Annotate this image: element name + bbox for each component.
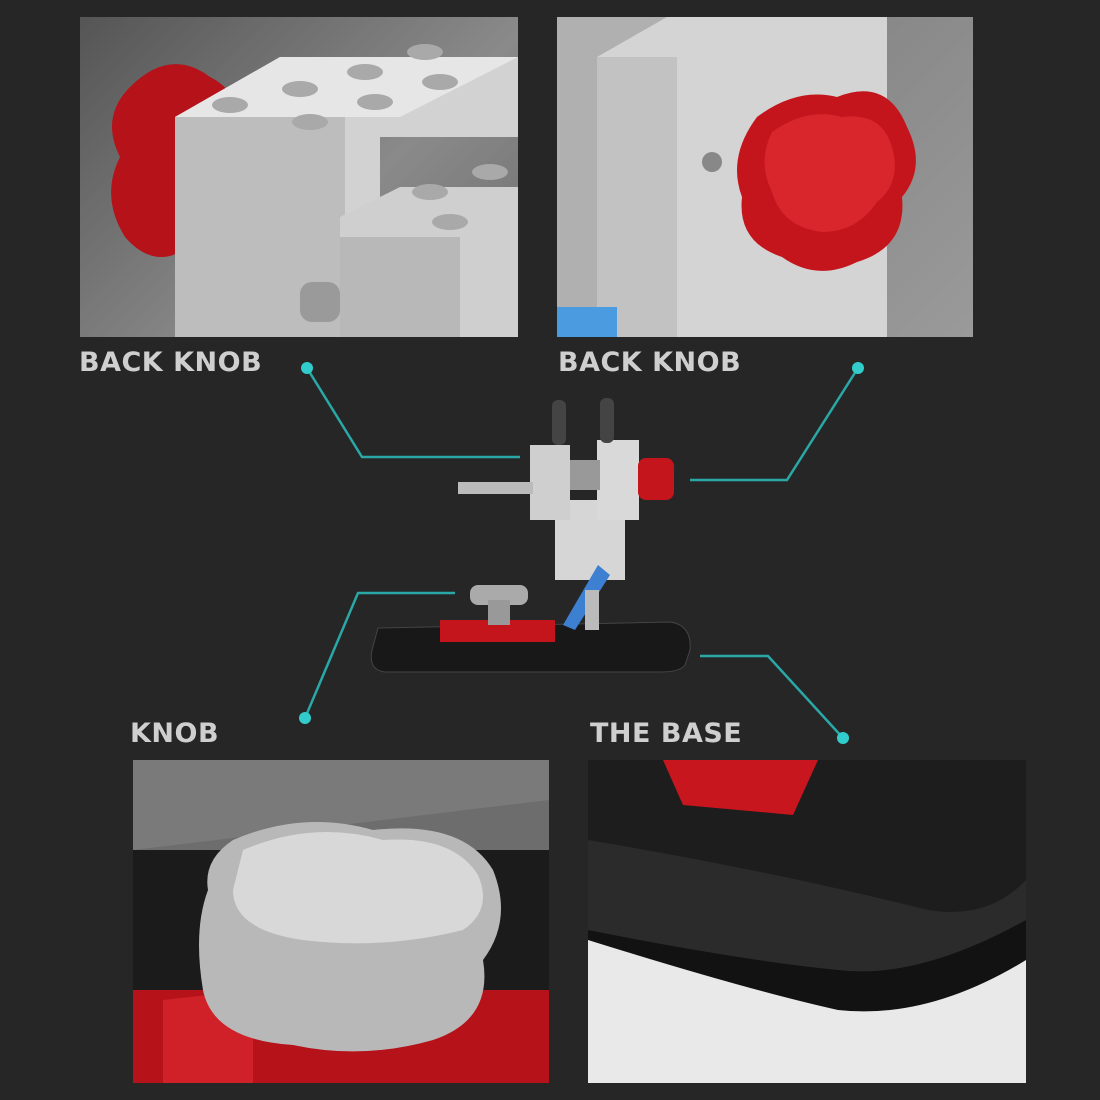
base-closeup [588,760,1026,1083]
label-back-knob-right: BACK KNOB [558,347,742,378]
connector-lines [303,367,860,739]
back-knob-closeup-right [557,17,973,337]
holder-device [370,398,691,673]
label-knob: KNOB [130,718,220,749]
back-knob-left-illustration [111,44,518,337]
connector-dots [299,362,864,744]
back-knob-right-illustration [557,17,916,337]
base-illustration [588,760,1026,1083]
label-the-base: THE BASE [590,718,743,749]
label-back-knob-left: BACK KNOB [79,347,263,378]
back-knob-closeup-left [80,17,518,337]
knob-closeup [133,760,549,1083]
knob-illustration [133,760,549,1083]
